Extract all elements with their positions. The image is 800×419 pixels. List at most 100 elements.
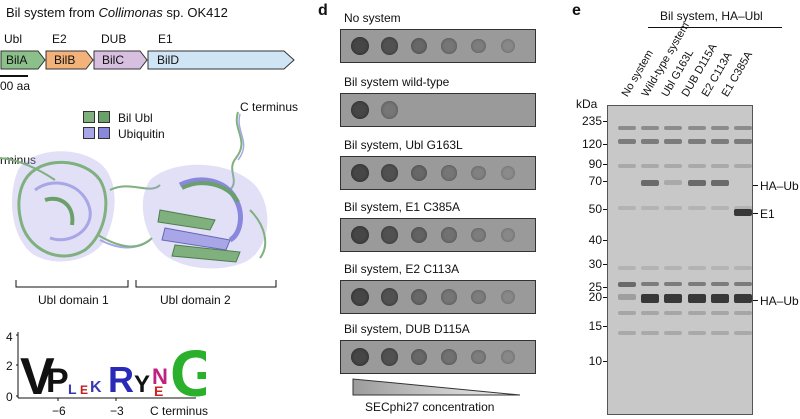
plaque-spot [351, 101, 369, 119]
gel-band [734, 139, 752, 144]
kda-marker-label: 235 [581, 114, 602, 128]
plaque-spot [411, 37, 428, 55]
gel-band [641, 311, 659, 315]
kda-marker-tick [603, 121, 607, 122]
plaque-plate [340, 93, 536, 127]
gel-band [711, 206, 729, 210]
plate-label: Bil system, Ubl G163L [344, 138, 463, 152]
plaque-spot [441, 227, 457, 243]
gel-band [734, 126, 752, 130]
right-label-tick-1 [753, 185, 758, 186]
logo-x-end-label: C terminus [150, 404, 209, 418]
gel-band [734, 311, 752, 315]
gene-arrow-bilc [93, 50, 148, 70]
right-label-tick-3 [753, 300, 758, 301]
plaque-spot [381, 164, 399, 182]
plaque-spot [351, 288, 369, 306]
plaque-spot [381, 37, 399, 55]
plaque-spot [381, 348, 399, 366]
gel-band [734, 331, 752, 335]
logo-letter-p: P [46, 362, 69, 400]
gel-band [618, 282, 636, 287]
legend-swatch-ubiquitin-a [83, 127, 95, 139]
kda-marker-tick [603, 287, 607, 288]
gel-band [618, 331, 636, 335]
logo-letter-e: E [154, 383, 163, 399]
gel-band [688, 282, 706, 286]
legend-swatch-ubiquitin-b [98, 127, 110, 139]
operon-diagram [0, 50, 295, 70]
plaque-spot [441, 289, 457, 305]
gel-band [664, 311, 682, 315]
plate-label: No system [344, 11, 401, 25]
plaque-plate [340, 340, 536, 374]
gel-band [618, 266, 636, 270]
plate-label: Bil system wild-type [344, 75, 450, 89]
plaque-spot [501, 166, 515, 180]
plaque-spot [441, 165, 457, 181]
legend-swatch-bil-ubl [83, 111, 95, 123]
gene-top-label-e1: E1 [158, 32, 173, 46]
kda-marker-label: 15 [588, 319, 602, 333]
gel-band [734, 164, 752, 168]
plaque-spot [351, 226, 369, 244]
gel-band [641, 331, 659, 335]
plaque-spot [441, 38, 457, 54]
gel-band [618, 139, 636, 144]
gel-band [664, 164, 682, 168]
gel-band [641, 126, 659, 130]
gel-band [618, 206, 636, 210]
plaque-spot [351, 164, 369, 182]
gel-band [711, 266, 729, 270]
logo-ytick-2: 2 [6, 359, 13, 373]
plaque-spot [351, 348, 369, 366]
gel-band [641, 294, 659, 303]
right-label-ha-ub-low: HA–Ub [760, 294, 799, 308]
scale-label: 00 aa [0, 79, 31, 93]
plaque-spot [411, 348, 428, 366]
kda-marker-tick [603, 264, 607, 265]
gel-band [618, 311, 636, 315]
plaque-spot [501, 350, 515, 364]
concentration-label: SECphi27 concentration [365, 400, 495, 414]
gel-band [641, 139, 659, 144]
plaque-spot [411, 226, 428, 244]
gel-band [734, 294, 752, 303]
gel-band [711, 311, 729, 315]
kda-marker-label: 10 [588, 354, 602, 368]
gel-band [711, 164, 729, 168]
logo-letter-v: V [20, 348, 55, 403]
right-label-tick-2 [753, 213, 758, 214]
gel-band [664, 266, 682, 270]
kda-marker-tick [603, 297, 607, 298]
gel-band [618, 294, 636, 300]
plaque-plate [340, 29, 536, 63]
gene-name-bilb: BilB [54, 53, 76, 67]
gene-arrow-bild [147, 50, 295, 70]
plaque-spot [471, 38, 486, 54]
plaque-plate [340, 156, 536, 190]
logo-letter-y: Y [134, 371, 150, 398]
gel-band [711, 180, 729, 186]
gel-band [711, 282, 729, 286]
c-terminus-label: C terminus [240, 100, 299, 114]
domain-brackets [15, 280, 277, 288]
gel-band [711, 331, 729, 335]
gel-band [641, 180, 659, 186]
gel-band [641, 164, 659, 168]
kda-marker-label: 25 [588, 280, 602, 294]
concentration-gradient-wedge [352, 378, 521, 396]
plaque-spot [501, 39, 515, 53]
scale-bar [0, 75, 28, 77]
plaque-spot [501, 228, 515, 242]
gel-band [618, 126, 636, 130]
protein-structure-image [0, 111, 268, 269]
gene-top-label-ubl: Ubl [4, 32, 23, 46]
plaque-spot [411, 288, 428, 306]
legend-swatch-bil-ubl-b [98, 111, 110, 123]
kda-marker-label: 20 [588, 290, 602, 304]
panel-letter-e: e [572, 2, 581, 19]
gel-band [688, 311, 706, 315]
logo-letter-small-3: K [90, 379, 102, 396]
kda-marker-label: 90 [588, 157, 602, 171]
